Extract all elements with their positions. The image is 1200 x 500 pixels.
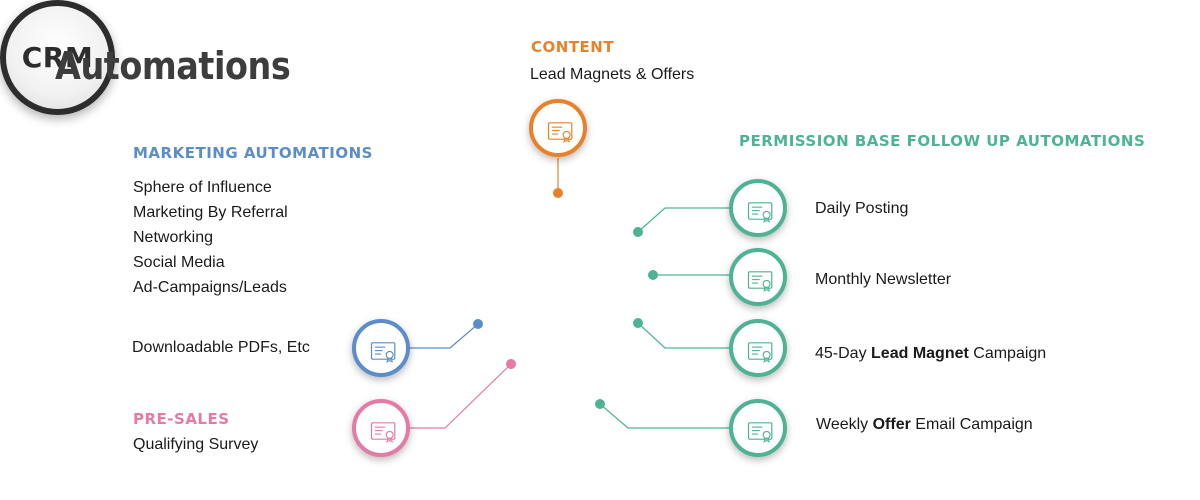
- presales-subtitle: Qualifying Survey: [133, 436, 259, 453]
- certificate-icon: [747, 422, 773, 443]
- marketing-list: Sphere of Influence Marketing By Referra…: [133, 175, 288, 300]
- marketing-heading: MARKETING AUTOMATIONS: [133, 144, 373, 162]
- connector-dot-weekly-offer: [595, 399, 605, 409]
- connector-dot-presales: [506, 359, 516, 369]
- content-node[interactable]: [529, 99, 587, 157]
- connector-dot-daily-posting: [633, 227, 643, 237]
- followup-item-emphasis: Offer: [872, 416, 911, 433]
- certificate-icon: [747, 342, 773, 363]
- presales-node[interactable]: [352, 399, 410, 457]
- marketing-item: Sphere of Influence: [133, 179, 272, 196]
- presales-heading: PRE-SALES: [133, 410, 230, 428]
- certificate-icon: [747, 202, 773, 223]
- connector-dot-monthly-newsletter: [648, 270, 658, 280]
- connector-dot-content: [553, 188, 563, 198]
- certificate-icon: [370, 422, 396, 443]
- connector-lead-magnet: [637, 322, 729, 349]
- crm-label: CRM: [21, 41, 94, 74]
- connector-dot-downloadable: [473, 319, 483, 329]
- downloadable-label: Downloadable PDFs, Etc: [132, 339, 310, 356]
- monthly-newsletter-node[interactable]: [729, 248, 787, 306]
- followup-item: Daily Posting: [815, 200, 908, 218]
- followup-item: Weekly Offer Email Campaign: [816, 416, 1033, 434]
- followup-item: Monthly Newsletter: [815, 271, 951, 289]
- connector-downloadable: [410, 323, 479, 349]
- page-title: Automations: [55, 44, 291, 88]
- content-subtitle: Lead Magnets & Offers: [530, 66, 695, 83]
- weekly-offer-node[interactable]: [729, 399, 787, 457]
- downloadable-node[interactable]: [352, 319, 410, 377]
- lead-magnet-node[interactable]: [729, 319, 787, 377]
- connector-daily-posting: [637, 207, 729, 233]
- connector-weekly-offer: [599, 403, 729, 429]
- followup-item-text: Daily Posting: [815, 200, 909, 217]
- daily-posting-node[interactable]: [729, 179, 787, 237]
- followup-item: 45-Day Lead Magnet Campaign: [815, 345, 1046, 363]
- followup-item-text: Campaign: [968, 345, 1047, 362]
- followup-item-text: Monthly Newsletter: [815, 271, 952, 288]
- marketing-item: Marketing By Referral: [133, 204, 288, 221]
- followup-item-text: Email Campaign: [910, 416, 1033, 433]
- marketing-item: Ad-Campaigns/Leads: [133, 279, 287, 296]
- certificate-icon: [370, 342, 396, 363]
- certificate-icon: [747, 271, 773, 292]
- certificate-icon: [547, 122, 573, 143]
- content-heading: CONTENT: [531, 38, 615, 56]
- marketing-item: Social Media: [133, 254, 225, 271]
- followup-heading: PERMISSION BASE FOLLOW UP AUTOMATIONS: [739, 132, 1146, 150]
- followup-item-emphasis: Lead Magnet: [871, 345, 969, 362]
- crm-hub[interactable]: CRM: [0, 0, 115, 115]
- connector-dot-lead-magnet: [633, 318, 643, 328]
- connector-presales: [410, 363, 512, 429]
- followup-item-text: 45-Day: [815, 345, 872, 362]
- marketing-item: Networking: [133, 229, 214, 246]
- followup-item-text: Weekly: [816, 416, 873, 433]
